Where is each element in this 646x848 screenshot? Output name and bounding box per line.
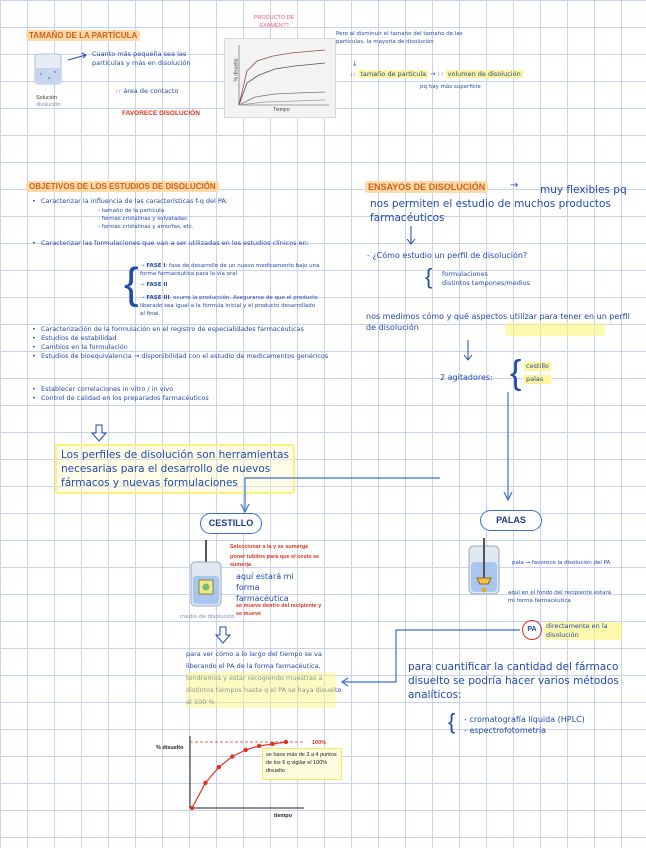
cestillo-note-form: aquí estará mi forma farmacéutica	[236, 571, 314, 604]
profile-point	[203, 781, 207, 785]
method-item: - cromatografía líquida (HPLC)	[464, 714, 585, 725]
methods-list: - cromatografía líquida (HPLC) - espectr…	[464, 714, 585, 736]
label-100: 100%	[312, 739, 326, 747]
palas-note1: pala → favorece la disolución del PA	[512, 559, 622, 567]
cestillo-title: CESTILLO	[200, 513, 262, 534]
profile-point	[257, 744, 261, 748]
bottom-ylabel: % disuelto	[156, 744, 184, 752]
palas-note2: aquí en el fondo del recipiente estará m…	[508, 589, 618, 605]
cestillo-note-move: se mueve dentro del recipiente y se muev…	[236, 602, 324, 618]
brace: {	[448, 711, 455, 733]
paddle-apparatus-image	[463, 538, 505, 600]
basket-apparatus-image	[185, 540, 227, 612]
profile-point	[230, 754, 234, 758]
chart-note: se hace más de 3 a 4 puntos de los 6 q v…	[263, 749, 341, 777]
profile-point	[217, 765, 221, 769]
medio-label: medio de disolución	[180, 613, 235, 621]
profile-point	[270, 742, 274, 746]
method-item: - espectrofotometría	[464, 725, 585, 736]
pa-badge: PA	[522, 620, 542, 640]
palas-title: PALAS	[480, 510, 542, 531]
cestillo-note: poner tubitos para que el cesto se sumer…	[230, 553, 320, 569]
down-arrow-icon	[214, 626, 232, 644]
analytic-text: para cuantificar la cantidad del fármaco…	[408, 660, 638, 702]
paddle-icon	[463, 538, 505, 600]
basket-icon	[185, 540, 227, 612]
cestillo-notes: Seleccionar a la y se sumerge poner tubi…	[230, 543, 320, 569]
cestillo-note: Seleccionar a la y se sumerge	[230, 543, 320, 551]
bottom-xlabel: tiempo	[274, 812, 292, 820]
profile-point	[190, 806, 194, 810]
profile-point	[244, 748, 248, 752]
profile-point	[284, 740, 288, 744]
chart-note-box: se hace más de 3 a 4 puntos de los 6 q v…	[262, 748, 342, 780]
pa-text: directamente en la disolución	[544, 622, 622, 640]
highlight-mark	[186, 672, 336, 708]
